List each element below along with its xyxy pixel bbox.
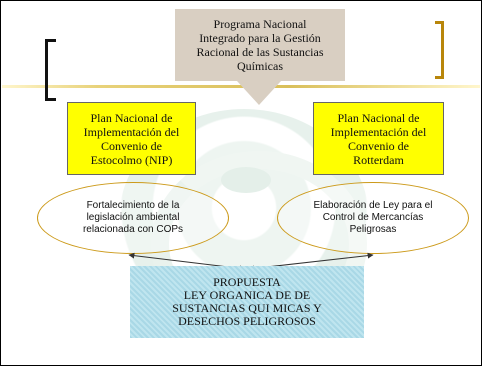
oval-right-line-3: Peligrosas xyxy=(349,224,397,235)
rot-line-3: Convenio de xyxy=(347,138,409,153)
down-arrow-shape xyxy=(237,81,281,105)
nip-line-2: Implementación del xyxy=(83,124,180,139)
nip-line-4: Estocolmo (NIP) xyxy=(90,152,173,167)
proposal-box: PROPUESTA LEY ORGANICA DE DE SUSTANCIAS … xyxy=(130,266,364,338)
oval-left-line-3: relacionada con COPs xyxy=(82,224,184,235)
nip-line-3: Convenio de xyxy=(100,138,162,153)
nip-line-1: Plan Nacional de xyxy=(90,110,173,125)
left-bracket xyxy=(45,39,56,101)
oval-left-line-2: legislación ambiental xyxy=(86,212,180,223)
oval-legislation: Fortalecimiento de la legislación ambien… xyxy=(37,182,229,254)
oval-right-line-2: Control de Mercancías xyxy=(322,212,424,223)
rot-line-1: Plan Nacional de xyxy=(337,110,420,125)
plan-box-stockholm: Plan Nacional de Implementación del Conv… xyxy=(67,102,196,175)
proposal-line-3: SUSTANCIAS QUI MICAS Y xyxy=(172,301,322,315)
top-line-1: Programa Nacional xyxy=(213,17,307,31)
proposal-line-1: PROPUESTA xyxy=(213,275,281,289)
rot-line-2: Implementación del xyxy=(330,124,427,139)
top-line-4: Químicas xyxy=(237,59,283,73)
oval-law-drafting: Elaboración de Ley para el Control de Me… xyxy=(277,182,469,254)
rot-line-4: Rotterdam xyxy=(353,152,404,167)
watermark-shape xyxy=(221,167,271,193)
proposal-line-2: LEY ORGANICA DE DE xyxy=(183,288,311,302)
top-program-box: Programa Nacional Integrado para la Gest… xyxy=(175,9,345,81)
top-line-2: Integrado para la Gestión xyxy=(199,31,321,45)
top-line-3: Racional de las Sustancias xyxy=(196,45,324,59)
proposal-line-4: DESECHOS PELIGROSOS xyxy=(178,314,316,328)
plan-box-rotterdam: Plan Nacional de Implementación del Conv… xyxy=(313,102,444,175)
oval-right-line-1: Elaboración de Ley para el xyxy=(313,200,433,211)
right-bracket xyxy=(435,21,444,79)
oval-left-line-1: Fortalecimiento de la xyxy=(86,200,180,211)
